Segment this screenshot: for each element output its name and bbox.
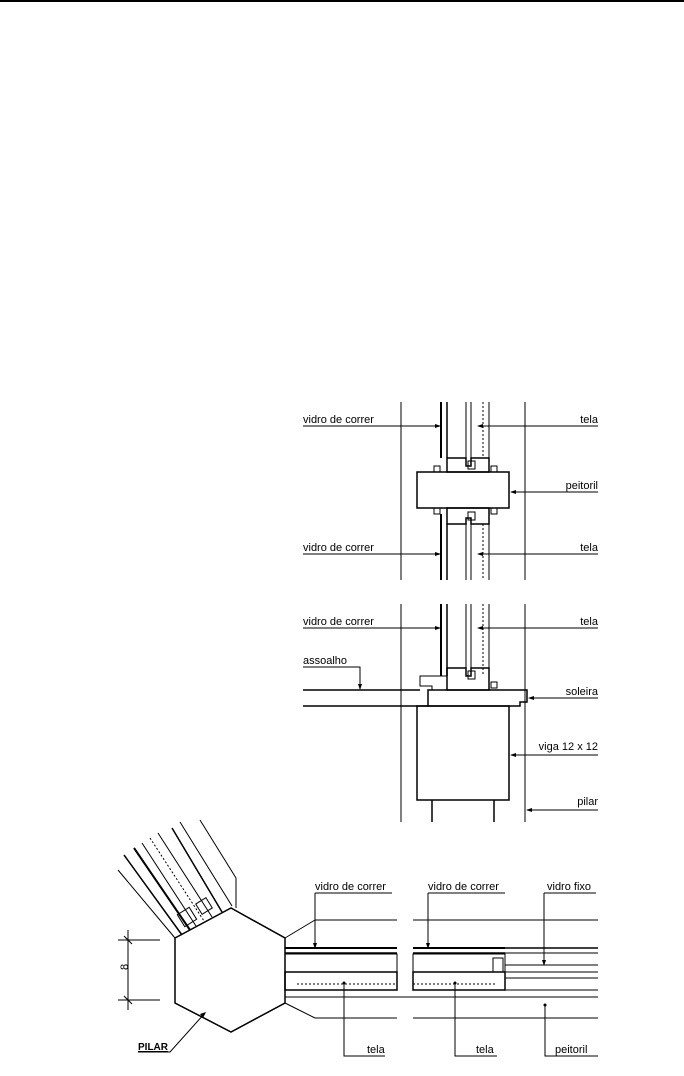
floor-threshold-arrows [358, 626, 534, 812]
dimension-label: 8 [119, 964, 131, 970]
label-plan-tela-2: tela [476, 1044, 495, 1056]
window-sill-labels: vidro de correr vidro de correr tela pei… [303, 414, 599, 554]
label-plan-peitoril: peitoril [555, 1044, 587, 1056]
label-vidro-de-correr-1: vidro de correr [303, 414, 374, 426]
label-viga: viga 12 x 12 [539, 741, 598, 753]
label-tela-2: tela [580, 542, 599, 554]
label-soleira: soleira [566, 686, 599, 698]
label-vidro-de-correr-2: vidro de correr [303, 542, 374, 554]
label-assoalho: assoalho [303, 655, 347, 667]
label-plan-tela-1: tela [367, 1044, 386, 1056]
label-plan-vidro-de-correr-1: vidro de correr [315, 881, 386, 893]
label-vidro-de-correr-3: vidro de correr [303, 616, 374, 628]
label-peitoril: peitoril [566, 480, 598, 492]
label-pilar: pilar [577, 796, 598, 808]
label-plan-vidro-fixo: vidro fixo [547, 881, 591, 893]
floor-threshold-labels: vidro de correr assoalho tela soleira vi… [303, 616, 599, 808]
label-tela-1: tela [580, 414, 599, 426]
hexagonal-pillar [175, 908, 285, 1032]
plan-view [118, 820, 598, 1056]
label-plan-vidro-de-correr-2: vidro de correr [428, 881, 499, 893]
label-pillar: PILAR [138, 1042, 169, 1053]
label-tela-3: tela [580, 616, 599, 628]
floor-threshold-section [303, 604, 598, 822]
